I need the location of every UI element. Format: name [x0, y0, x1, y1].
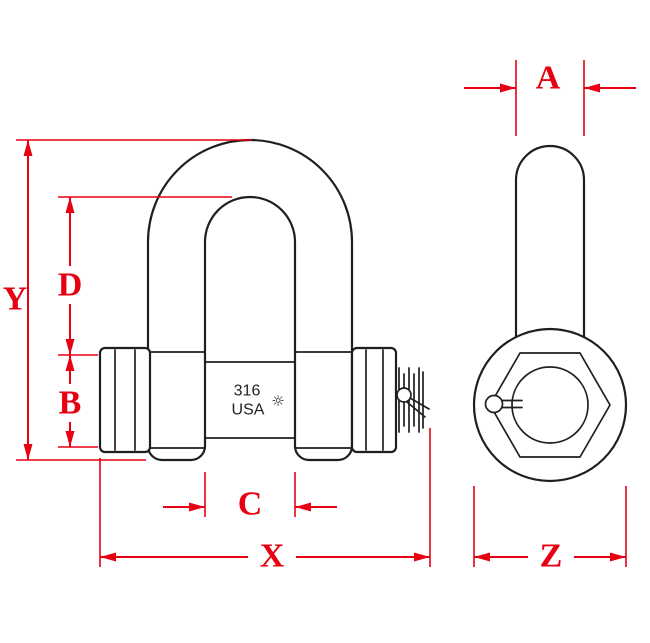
marking-origin-text: USA [232, 402, 265, 419]
dimension-z: Z [473, 486, 627, 575]
arrowhead-right-icon [189, 502, 205, 512]
dim-label-d: D [58, 267, 83, 304]
cotter-ring-side [484, 394, 504, 414]
dim-label-z: Z [540, 538, 563, 575]
dimension-y: Y [3, 139, 252, 461]
arrowhead-up-icon [65, 355, 75, 371]
dimensions: Y D B C [3, 60, 636, 575]
dimension-a: A [464, 60, 636, 136]
arrowhead-down-icon [65, 431, 75, 447]
dim-label-a: A [536, 60, 561, 97]
arrowhead-left-icon [474, 552, 490, 562]
pin-shaft [204, 361, 296, 439]
arrowhead-right-icon [610, 552, 626, 562]
body-marking: 316 USA ☼ [232, 383, 285, 419]
marking-sun-icon: ☼ [271, 392, 284, 410]
cotter-ring [396, 387, 412, 403]
arrowhead-down-icon [65, 339, 75, 355]
pin-end-nut-body [350, 346, 398, 454]
pin-head-nut-body [98, 346, 152, 454]
cotter-pin-front [396, 387, 430, 418]
side-pin-circle [511, 366, 589, 444]
side-bow-strip-outline [514, 144, 586, 342]
dim-label-x: X [260, 538, 285, 575]
arrowhead-left-icon [584, 83, 600, 93]
ear-boss-lines [147, 351, 353, 449]
arrowhead-right-icon [500, 83, 516, 93]
front-view: 316 USA ☼ [98, 138, 430, 462]
arrowhead-up-icon [23, 140, 33, 156]
cotter-leg [409, 397, 430, 410]
cotter-leg [406, 401, 426, 418]
pin-head-hex-nut [98, 346, 152, 454]
dim-label-b: B [59, 385, 82, 422]
dimension-d: D [58, 196, 232, 356]
arrowhead-right-icon [414, 552, 430, 562]
pin-end-hex-nut [350, 346, 398, 454]
dimension-c: C [163, 472, 337, 523]
dim-label-y: Y [3, 281, 28, 318]
dim-label-c: C [238, 486, 263, 523]
arrowhead-down-icon [23, 444, 33, 460]
arrowhead-left-icon [100, 552, 116, 562]
arrowhead-up-icon [65, 197, 75, 213]
cotter-pin-side [484, 394, 523, 414]
marking-alloy-text: 316 [234, 383, 261, 400]
dimension-b: B [58, 355, 98, 448]
dimension-x: X [99, 428, 431, 575]
arrowhead-left-icon [295, 502, 311, 512]
side-view [472, 144, 628, 483]
